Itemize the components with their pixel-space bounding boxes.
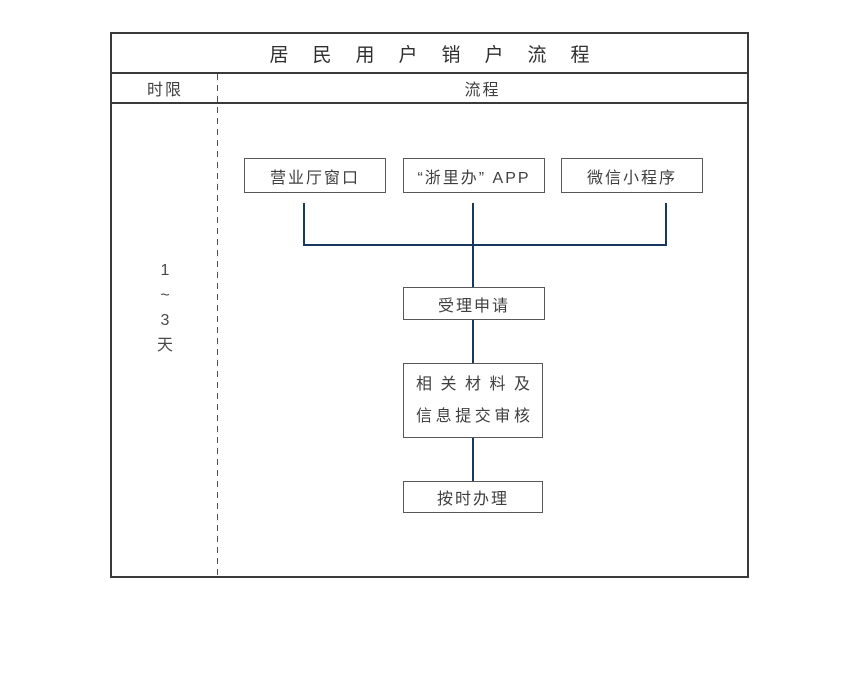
connector-accept-to-materials (472, 320, 474, 363)
flowchart-table: 居民用户销户流程 时限 流程 1 ~ 3 天 营业厅窗口 “浙里办” APP 微… (110, 32, 749, 578)
time-limit-tilde: ~ (160, 287, 170, 304)
connector-merge-horizontal (303, 244, 667, 246)
step-box-process-on-time: 按时办理 (403, 481, 543, 513)
connector-materials-to-ontime (472, 438, 474, 481)
channel-box-zheliban-app: “浙里办” APP (403, 158, 545, 193)
column-header-process: 流程 (464, 82, 501, 99)
materials-review-line1: 相关材料及 (416, 375, 530, 393)
time-limit-digit-min: 1 (160, 262, 170, 279)
time-limit-digit-max: 3 (160, 312, 170, 329)
channel-box-business-hall: 营业厅窗口 (244, 158, 386, 193)
time-limit-value: 1 ~ 3 天 (112, 258, 218, 358)
channel-box-wechat-miniprogram: 微信小程序 (561, 158, 703, 193)
column-header-time-limit: 时限 (146, 82, 183, 99)
connector-drop-left (303, 203, 305, 246)
column-divider-dashed-line (217, 74, 218, 576)
step-box-materials-review: 相关材料及 信息提交审核 (403, 363, 543, 438)
time-limit-unit-days: 天 (156, 337, 173, 354)
table-header-row: 时限 流程 (112, 74, 747, 104)
step-box-accept-application: 受理申请 (403, 287, 545, 320)
connector-drop-right (665, 203, 667, 246)
materials-review-line2: 信息提交审核 (416, 407, 530, 425)
flowchart-title: 居民用户销户流程 (112, 34, 747, 74)
